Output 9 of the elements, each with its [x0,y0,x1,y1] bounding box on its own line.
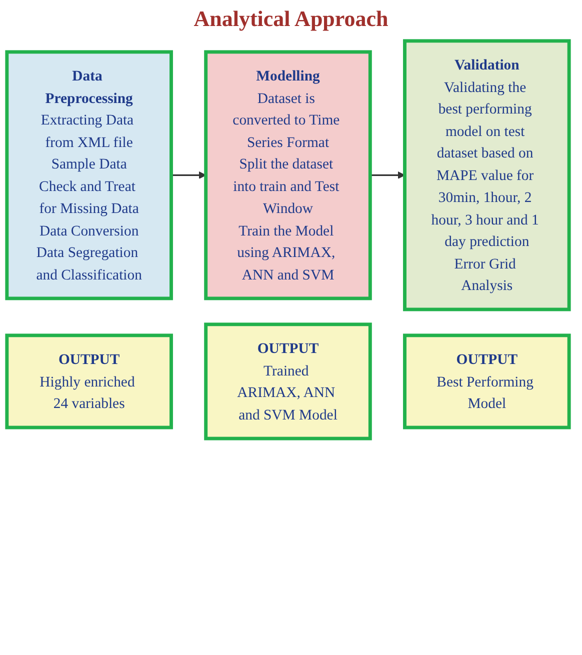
node-box: OUTPUT Highly enriched 24 variables [5,334,173,430]
node-box: Modelling Dataset is converted to Time Series Format Split the dataset into train and Test Window Train the Model using ARIMAX, ANN and SVM [204,50,372,300]
node-box: Validation Validating the best performing model on test dataset based on MAPE value for 30min, 1hour, 2 hour, 3 hour and 1 day prediction Error Grid Analysis [403,39,571,312]
arrow [370,171,406,179]
node-box: OUTPUT Trained ARIMAX, ANN and SVM Model [204,322,372,440]
node-box: OUTPUT Best Performing Model [403,334,571,430]
node-box: Data Preprocessing Extracting Data from XML file Sample Data Check and Treat for Missing Data Data Conversion Data Segregation and Classification [5,50,173,300]
diagram-title: Analytical Approach [192,6,390,32]
arrow [171,171,206,179]
